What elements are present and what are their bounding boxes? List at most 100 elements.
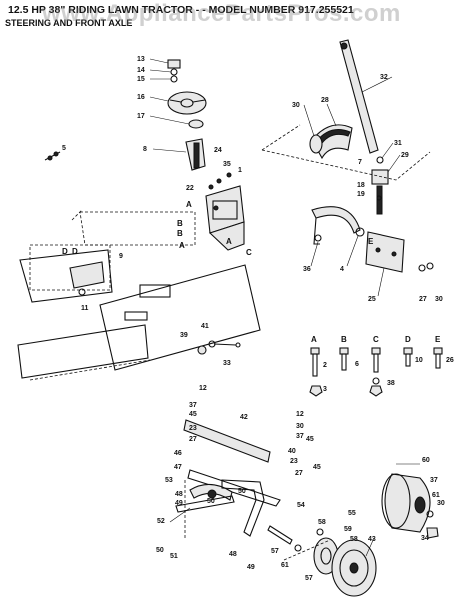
callout: 41	[201, 323, 209, 330]
callout: 30	[296, 423, 304, 430]
callout: 45	[189, 411, 197, 418]
callout: 30	[435, 296, 443, 303]
hardware-bolts	[309, 347, 443, 397]
callout: 49	[175, 500, 183, 507]
steering-shaft-32	[339, 39, 379, 154]
callout: 2	[323, 362, 327, 369]
callout: 27	[189, 436, 197, 443]
callout: 50	[156, 547, 164, 554]
callout: 50	[207, 498, 215, 505]
assembly-letter: C	[246, 248, 252, 257]
hardware-letter: E	[435, 335, 441, 344]
callout: 45	[313, 464, 321, 471]
callout: 37	[296, 433, 304, 440]
assembly-letter: D	[72, 247, 78, 256]
callout: 58	[350, 536, 358, 543]
callout: 52	[157, 518, 165, 525]
hardware-letter-labels: A B C D E	[311, 335, 441, 344]
callout: 30	[292, 102, 300, 109]
callout: 33	[223, 360, 231, 367]
diagram-title: 12.5 HP 38" RIDING LAWN TRACTOR - - MODE…	[8, 4, 354, 16]
nut-14	[170, 68, 178, 76]
steering-cap	[167, 59, 181, 69]
callout: 10	[415, 357, 423, 364]
callout: 9	[119, 253, 123, 260]
callout: 32	[380, 74, 388, 81]
drag-link-36	[311, 206, 361, 245]
callout-labels: 13 14 15 16 17 8 5 24 35 22 1 9 11 32 28…	[62, 56, 454, 582]
frame-outline	[17, 209, 261, 381]
callout: 11	[81, 305, 89, 312]
callout: 19	[357, 191, 365, 198]
dash-panel	[205, 172, 245, 251]
callout: 37	[189, 402, 197, 409]
callout: 23	[290, 458, 298, 465]
assembly-letter: B	[177, 229, 183, 238]
callout: 49	[247, 564, 255, 571]
callout: 17	[137, 113, 145, 120]
callout: 58	[318, 519, 326, 526]
callout: 36	[303, 266, 311, 273]
leader-lines	[149, 58, 420, 557]
callout: 60	[422, 457, 430, 464]
callout: 35	[223, 161, 231, 168]
sector-gear	[309, 124, 353, 160]
callout: 48	[229, 551, 237, 558]
callout: 24	[214, 147, 222, 154]
callout: 61	[432, 492, 440, 499]
steering-arm	[197, 340, 241, 355]
assembly-letter: A	[186, 200, 192, 209]
callout: 27	[295, 470, 303, 477]
diagram-subtitle: STEERING AND FRONT AXLE	[5, 18, 133, 28]
assembly-letter: A	[226, 237, 232, 246]
steering-wheel-assembly	[167, 59, 207, 171]
front-wheel	[331, 539, 377, 597]
callout: 51	[170, 553, 178, 560]
bushing-17	[188, 119, 204, 129]
callout: 45	[306, 436, 314, 443]
callout: 14	[137, 67, 145, 74]
callout: 16	[137, 94, 145, 101]
callout: 31	[394, 140, 402, 147]
steering-wheel	[167, 91, 207, 115]
callout: 22	[186, 185, 194, 192]
spindle-hub	[283, 528, 339, 575]
callout: 29	[401, 152, 409, 159]
callout: 30	[437, 500, 445, 507]
washer-15	[170, 75, 178, 83]
assembly-letter: A	[179, 241, 185, 250]
callout: 27	[419, 296, 427, 303]
callout: 28	[321, 97, 329, 104]
part-5	[44, 151, 61, 161]
callout: 18	[357, 182, 365, 189]
callout: 13	[137, 56, 145, 63]
callout: 54	[297, 502, 305, 509]
callout: 40	[288, 448, 296, 455]
assembly-letter: B	[177, 219, 183, 228]
callout: 8	[143, 146, 147, 153]
mounting-plane	[261, 149, 431, 181]
assembly-letter: E	[368, 237, 374, 246]
bracket-25	[355, 227, 434, 273]
callout: 50	[238, 488, 246, 495]
callout: 4	[340, 266, 344, 273]
callout: 26	[446, 357, 454, 364]
callout: 3	[323, 386, 327, 393]
steering-shaft-top	[193, 142, 200, 169]
callout: 12	[296, 411, 304, 418]
hardware-letter: C	[373, 335, 379, 344]
callout: 39	[180, 332, 188, 339]
pinion-gear	[371, 156, 389, 215]
hardware-letter: B	[341, 335, 347, 344]
callout: 5	[62, 145, 66, 152]
callout: 6	[355, 361, 359, 368]
callout: 12	[199, 385, 207, 392]
callout: 57	[271, 548, 279, 555]
callout: 43	[368, 536, 376, 543]
assembly-letter: D	[62, 247, 68, 256]
callout: 48	[175, 491, 183, 498]
callout: 7	[358, 159, 362, 166]
hardware-letter: D	[405, 335, 411, 344]
tie-rod-52	[175, 495, 235, 513]
callout: 57	[305, 575, 313, 582]
